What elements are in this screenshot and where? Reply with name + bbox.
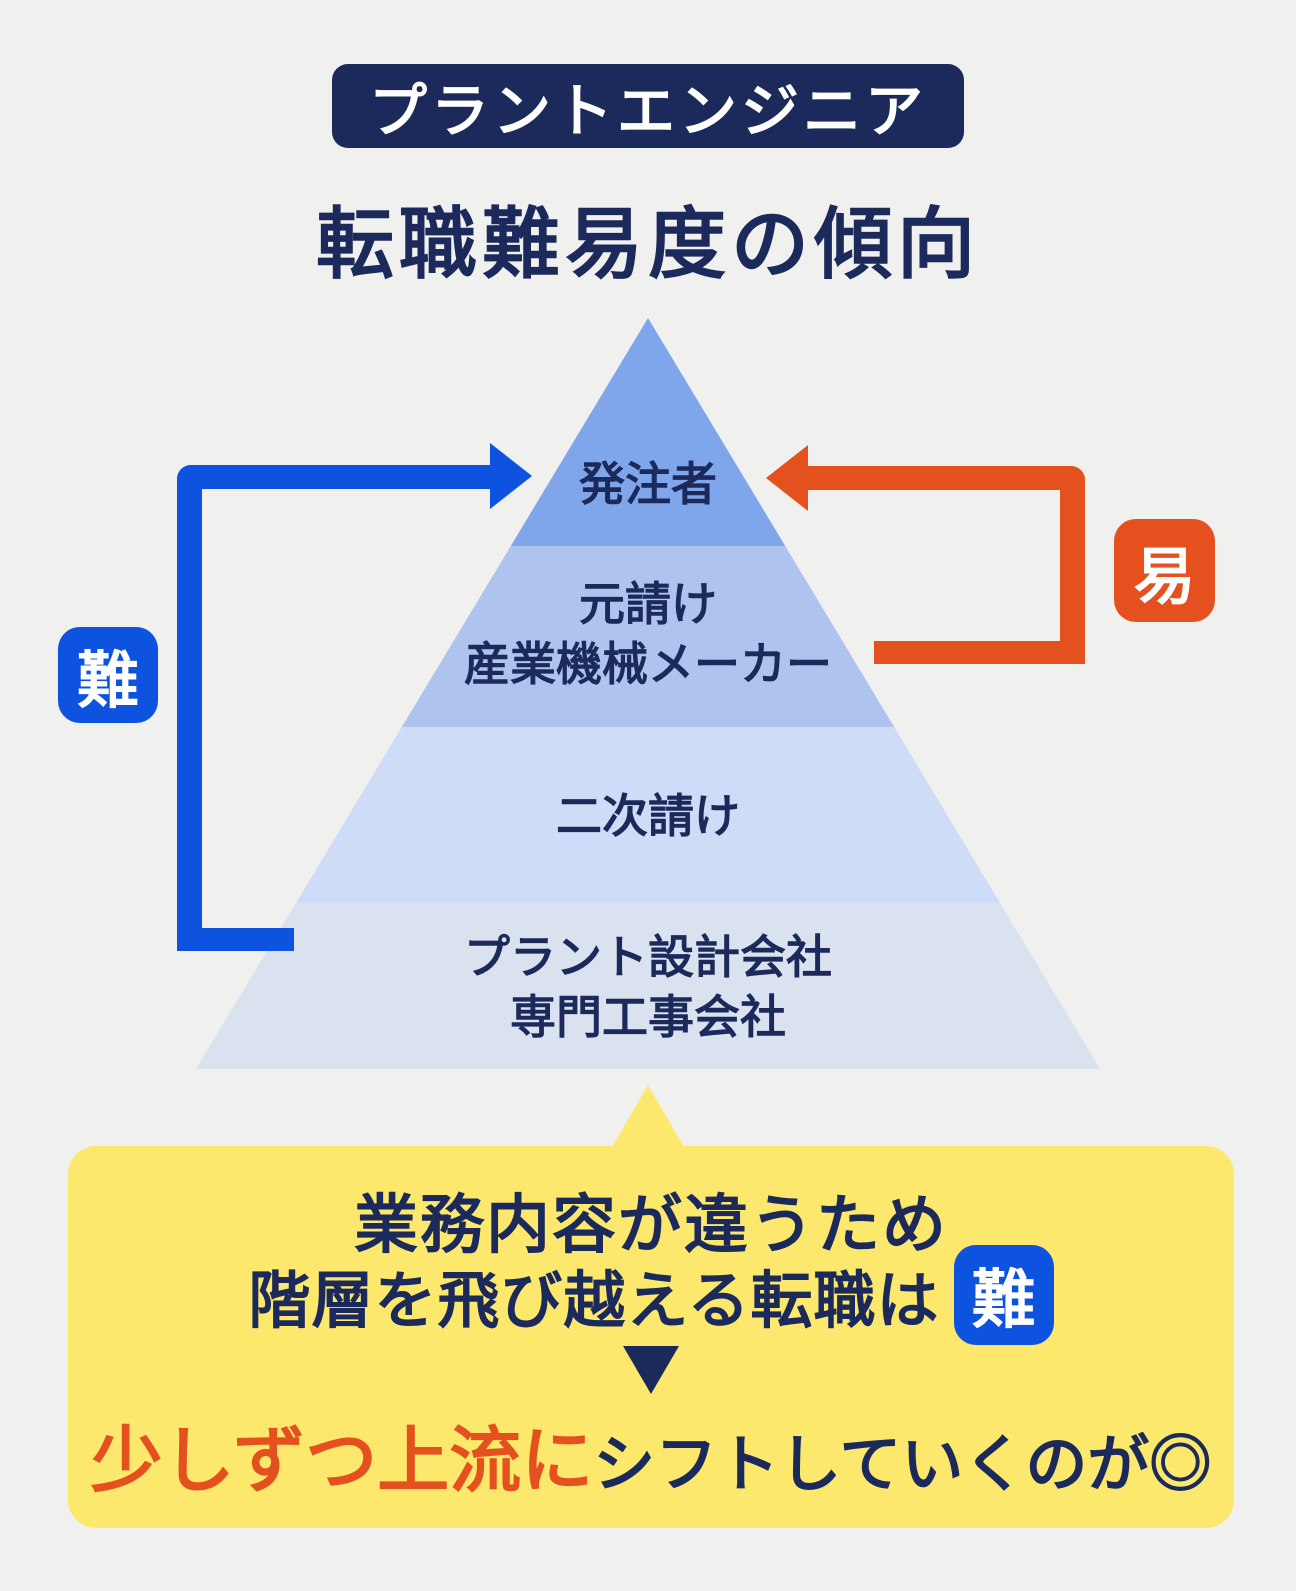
plant-engineer-badge-label: プラントエンジニア (368, 79, 927, 144)
pyramid-level-4-line2: 専門工事会社 (510, 991, 786, 1043)
pyramid-level-4 (196, 903, 1100, 1069)
callout-line1: 業務内容が違うため (354, 1189, 948, 1261)
easy-arrow-bottom-bar (874, 641, 1085, 664)
pyramid-level-4-label: プラント設計会社 専門工事会社 (196, 927, 1100, 1047)
callout-line3-rest: シフトしていくのが◎ (593, 1430, 1212, 1500)
pyramid-level-4-line1: プラント設計会社 (464, 931, 832, 983)
pyramid: 発注者 元請け 産業機械メーカー 二次請け プラント設計会社 専門工事会社 (196, 318, 1100, 1069)
easy-arrow-vertical-bar (1060, 466, 1085, 664)
page-title: 転職難易度の傾向 (315, 200, 980, 288)
callout-line2: 階層を飛び越える転職は 難 (68, 1245, 1234, 1345)
hard-arrow-head-icon (490, 443, 532, 509)
hard-arrow-vertical-bar (177, 465, 202, 951)
callout-line3: 少しずつ上流に シフトしていくのが◎ (68, 1402, 1234, 1507)
callout-box: 業務内容が違うため 階層を飛び越える転職は 難 少しずつ上流に シフトしていくの… (68, 1146, 1234, 1528)
hard-badge-label: 難 (76, 647, 139, 716)
easy-arrow-top-bar (804, 466, 1085, 490)
callout-line3-highlight: 少しずつ上流に (90, 1421, 594, 1502)
pyramid-level-3-label: 二次請け (196, 786, 1100, 846)
pyramid-level-3-line1: 二次請け (556, 790, 740, 842)
pyramid-level-2-label: 元請け 産業機械メーカー (196, 574, 1100, 694)
easy-arrow-head-icon (766, 445, 808, 511)
callout-pointer-icon (612, 1085, 684, 1147)
easy-badge: 易 (1114, 519, 1215, 622)
hard-arrow-bottom-bar (177, 928, 294, 951)
pyramid-level-1-line1: 発注者 (579, 458, 717, 510)
callout-line2-text: 階層を飛び越える転職は (248, 1267, 940, 1336)
pyramid-level-2-line1: 元請け (579, 578, 717, 630)
hard-badge: 難 (58, 627, 158, 723)
pyramid-level-1-label: 発注者 (196, 454, 1100, 514)
pyramid-level-2-line2: 産業機械メーカー (464, 638, 832, 690)
down-triangle-icon (623, 1346, 679, 1394)
hard-arrow-top-bar (177, 465, 492, 489)
callout-hard-badge-label: 難 (971, 1264, 1036, 1336)
easy-badge-label: 易 (1133, 542, 1196, 612)
plant-engineer-badge: プラントエンジニア (332, 64, 964, 148)
callout-hard-badge: 難 (953, 1245, 1054, 1345)
